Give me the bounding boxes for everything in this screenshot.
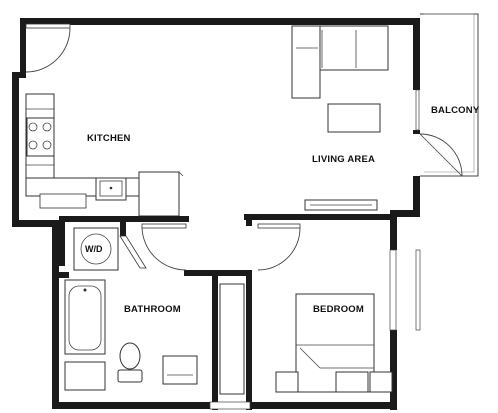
kitchen-area: KITCHEN	[25, 93, 184, 217]
bedroom-label: BEDROOM	[313, 304, 364, 315]
windows	[209, 249, 421, 410]
balcony	[413, 13, 479, 177]
bedroom: BEDROOM	[275, 293, 393, 393]
bathroom-door	[141, 223, 187, 271]
toilet-icon	[117, 342, 143, 383]
vanity-sink-icon	[162, 355, 198, 385]
bedroom-door	[257, 223, 301, 271]
tv-console	[304, 199, 378, 211]
bathroom: BATHROOM	[64, 279, 245, 395]
living-area-label: LIVING AREA	[312, 154, 375, 165]
washer-dryer: W/D	[73, 227, 119, 271]
sink-icon	[95, 177, 127, 201]
entry-door	[25, 23, 71, 73]
refrigerator-icon	[138, 171, 184, 217]
laundry-door	[119, 235, 147, 269]
stove-icon	[26, 117, 55, 157]
bathroom-label: BATHROOM	[124, 304, 181, 315]
interior-walls	[59, 214, 394, 410]
bathtub-icon	[64, 279, 106, 355]
living-area: LIVING AREA	[291, 25, 389, 211]
washer-dryer-label: W/D	[85, 244, 103, 254]
kitchen-label: KITCHEN	[87, 133, 131, 144]
coffee-table	[327, 103, 381, 133]
balcony-label: BALCONY	[431, 105, 480, 116]
sofa-icon	[291, 25, 389, 99]
